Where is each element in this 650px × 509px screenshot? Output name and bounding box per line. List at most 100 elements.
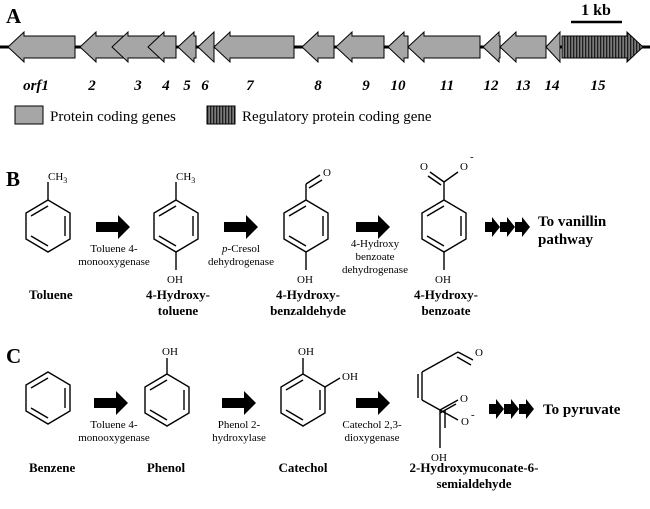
reaction-arrow-c1 xyxy=(94,391,128,415)
enzyme-b1-line2: monooxygenase xyxy=(78,256,150,268)
hydroxybenzoate-charge: - xyxy=(470,151,474,163)
gene-arrow-5 xyxy=(177,30,197,64)
reaction-arrow-c2 xyxy=(222,391,256,415)
catechol-oh2-label: OH xyxy=(342,371,358,383)
benzene-structure xyxy=(25,371,71,425)
gene-arrow-7 xyxy=(213,30,295,64)
gene-label-5: 5 xyxy=(183,78,191,94)
panel-label-b: B xyxy=(6,167,20,191)
gene-label-8: 8 xyxy=(314,78,322,94)
legend-regulatory-label: Regulatory protein coding gene xyxy=(242,109,432,125)
compound-c4-name-line2: semialdehyde xyxy=(436,476,511,491)
legend-regulatory-swatch xyxy=(206,105,236,125)
reaction-arrow-b3 xyxy=(356,215,390,239)
enzyme-c1-line2: monooxygenase xyxy=(78,432,150,444)
compound-b2-name-line2: toluene xyxy=(158,303,199,318)
gene-arrow-12 xyxy=(482,30,501,64)
hydroxybenzaldehyde-o-label: O xyxy=(323,167,331,179)
destination-b-line1: To vanillin xyxy=(538,214,607,230)
gene-arrow-15 xyxy=(561,30,644,64)
multistep-arrow-c xyxy=(489,399,534,419)
toluene-structure xyxy=(25,182,71,253)
hydroxymuconate-o-label: O xyxy=(475,347,483,359)
gene-arrow-6 xyxy=(197,30,215,64)
gene-arrow-8 xyxy=(301,30,335,64)
hydroxymuconate-structure xyxy=(417,351,474,448)
gene-label-orf1: orf1 xyxy=(23,78,49,94)
gene-label-7: 7 xyxy=(246,78,254,94)
hydroxybenzoate-structure xyxy=(421,171,467,270)
gene-arrow-9 xyxy=(335,30,385,64)
gene-arrow-orf1 xyxy=(7,30,76,64)
panel-label-a: A xyxy=(6,4,22,28)
compound-c1-name: Benzene xyxy=(29,460,75,475)
panel-label-c: C xyxy=(6,344,21,368)
enzyme-b1-line1: Toluene 4- xyxy=(90,243,138,255)
gene-arrow-4 xyxy=(147,30,177,64)
enzyme-b3-line3: dehydrogenase xyxy=(342,264,408,276)
hydroxymuconate-oh-label: OH xyxy=(431,452,447,464)
compound-c2-name: Phenol xyxy=(147,460,186,475)
hydroxybenzoate-o-label: O xyxy=(420,161,428,173)
gene-label-6: 6 xyxy=(201,78,209,94)
gene-label-9: 9 xyxy=(362,78,370,94)
gene-arrow-13 xyxy=(499,30,547,64)
hydroxymuconate-charge: - xyxy=(471,409,475,421)
hydroxytoluene-methyl-label: CH3 xyxy=(176,171,195,185)
gene-label-13: 13 xyxy=(516,78,532,94)
compound-b4-name-line2: benzoate xyxy=(421,303,470,318)
gene-label-2: 2 xyxy=(87,78,96,94)
gene-arrow-11 xyxy=(407,30,481,64)
gene-cluster xyxy=(7,30,644,64)
gene-label-12: 12 xyxy=(484,78,500,94)
hydroxybenzaldehyde-oh-label: OH xyxy=(297,274,313,286)
hydroxymuconate-o2-label: O xyxy=(460,393,468,405)
gene-label-3: 3 xyxy=(133,78,142,94)
reaction-arrow-b2 xyxy=(224,215,258,239)
destination-b-line2: pathway xyxy=(538,232,594,248)
compound-b1-name: Toluene xyxy=(29,287,73,302)
hydroxymuconate-o3-label: O xyxy=(461,416,469,428)
enzyme-b2-line2: dehydrogenase xyxy=(208,256,274,268)
hydroxybenzoate-oh-label: OH xyxy=(435,274,451,286)
legend-protein-swatch xyxy=(14,105,44,125)
scale-bar-label: 1 kb xyxy=(581,2,611,19)
catechol-oh1-label: OH xyxy=(298,346,314,358)
compound-c3-name: Catechol xyxy=(278,460,327,475)
hydroxybenzoate-o2-label: O xyxy=(460,161,468,173)
enzyme-c3-line1: Catechol 2,3- xyxy=(342,419,402,431)
hydroxytoluene-oh-label: OH xyxy=(167,274,183,286)
catechol-structure xyxy=(280,358,341,427)
destination-c: To pyruvate xyxy=(543,402,621,418)
enzyme-c1-line1: Toluene 4- xyxy=(90,419,138,431)
enzyme-c2-line2: hydroxylase xyxy=(212,432,266,444)
reaction-arrow-b1 xyxy=(96,215,130,239)
phenol-oh-label: OH xyxy=(162,346,178,358)
hydroxybenzaldehyde-structure xyxy=(283,174,329,270)
multistep-arrow-b xyxy=(485,217,530,237)
compound-c4-name-line1: 2-Hydroxymuconate-6- xyxy=(409,460,538,475)
compound-b3-name-line1: 4-Hydroxy- xyxy=(276,287,340,302)
gene-label-11: 11 xyxy=(440,78,454,94)
enzyme-c2-line1: Phenol 2- xyxy=(218,419,261,431)
gene-label-14: 14 xyxy=(545,78,561,94)
phenol-structure xyxy=(144,358,190,427)
gene-arrow-14 xyxy=(545,30,561,64)
enzyme-b3-line2: benzoate xyxy=(355,251,394,263)
toluene-methyl-label: CH3 xyxy=(48,171,67,185)
gene-label-10: 10 xyxy=(391,78,407,94)
enzyme-b2-line1: p-Cresol xyxy=(221,243,260,255)
compound-b3-name-line2: benzaldehyde xyxy=(270,303,346,318)
compound-b2-name-line1: 4-Hydroxy- xyxy=(146,287,210,302)
reaction-arrow-c3 xyxy=(356,391,390,415)
gene-arrow-10 xyxy=(387,30,409,64)
enzyme-c3-line2: dioxygenase xyxy=(345,432,400,444)
gene-label-4: 4 xyxy=(161,78,170,94)
enzyme-b3-line1: 4-Hydroxy xyxy=(351,238,400,250)
compound-b4-name-line1: 4-Hydroxy- xyxy=(414,287,478,302)
legend-protein-label: Protein coding genes xyxy=(50,109,176,125)
hydroxytoluene-structure xyxy=(153,182,199,270)
gene-label-15: 15 xyxy=(591,78,607,94)
